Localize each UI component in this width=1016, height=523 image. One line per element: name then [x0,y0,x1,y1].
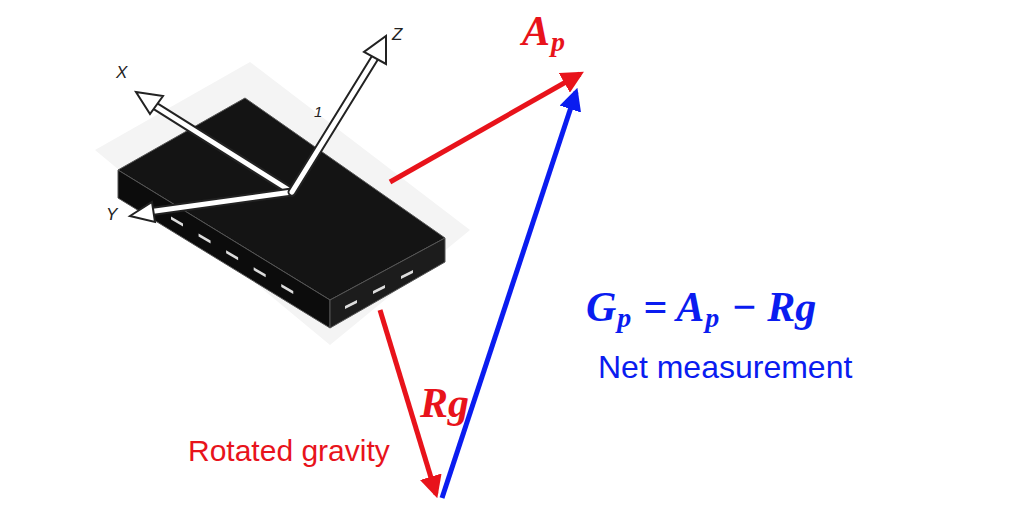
vector-caption: Net measurement [598,350,852,385]
axis-arrows [130,36,386,222]
vector-symbol: A [522,8,550,54]
port-mark [373,285,385,294]
port-mark [199,233,211,243]
equation-subscript: p [617,303,631,334]
axis-label: Y [106,206,117,225]
port-mark [254,267,266,277]
equation-term: G [586,284,616,330]
port-mark [345,300,357,309]
vector-subscript: p [551,27,565,58]
icon-ground [95,62,470,345]
equation-term: − Rg [731,284,816,330]
vector-symbol: Rg [420,380,469,426]
axis-label: Z [392,26,402,45]
port-mark [226,250,238,260]
axis-label: X [116,64,127,83]
net-vector [442,92,576,498]
equation-subscript: p [705,303,719,334]
port-mark [281,284,293,294]
sensor-box [118,98,445,328]
axis-number: 1 [314,104,322,121]
port-mark [401,270,413,279]
port-mark [171,217,183,227]
vector-caption: Rotated gravity [188,434,390,467]
equation-term: = A [643,284,704,330]
